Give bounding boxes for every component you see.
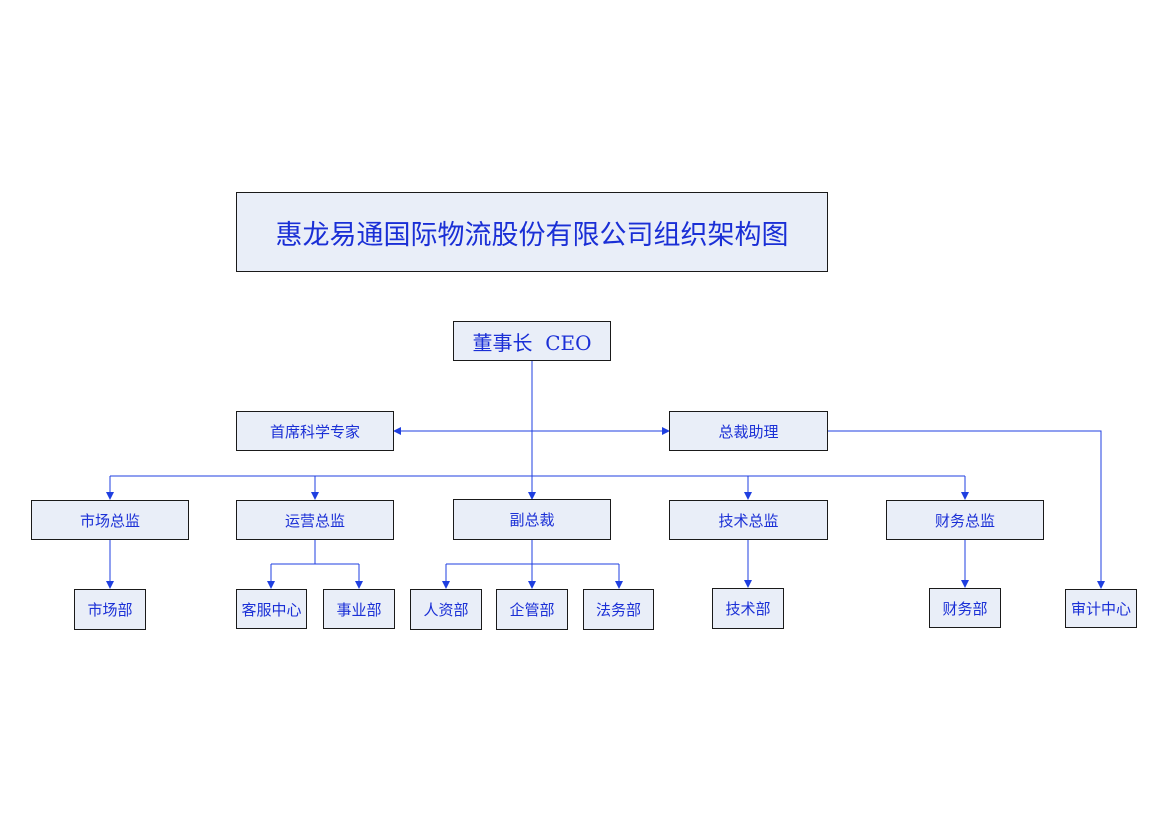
audit-center-box: 审计中心 (1065, 589, 1137, 628)
hr-dept-box: 人资部 (410, 589, 482, 630)
finance-dept-box: 财务部 (929, 588, 1001, 628)
business-dept-box: 事业部 (323, 589, 395, 629)
vice-president-box: 副总裁 (453, 499, 611, 540)
marketing-director-box: 市场总监 (31, 500, 189, 540)
chief-scientist-box: 首席科学专家 (236, 411, 394, 451)
technology-director-box: 技术总监 (669, 500, 828, 540)
operations-director-box: 运营总监 (236, 500, 394, 540)
enterprise-mgmt-dept-box: 企管部 (496, 589, 568, 630)
technology-dept-box: 技术部 (712, 588, 784, 629)
president-assistant-box: 总裁助理 (669, 411, 828, 451)
assistant-audit-line (828, 430, 1105, 589)
marketing-dept-box: 市场部 (74, 589, 146, 630)
ceo-box: 董事长 CEO (453, 321, 611, 361)
finance-director-box: 财务总监 (886, 500, 1044, 540)
customer-service-center-box: 客服中心 (236, 589, 307, 629)
legal-dept-box: 法务部 (583, 589, 654, 630)
chart-title: 惠龙易通国际物流股份有限公司组织架构图 (236, 192, 828, 272)
